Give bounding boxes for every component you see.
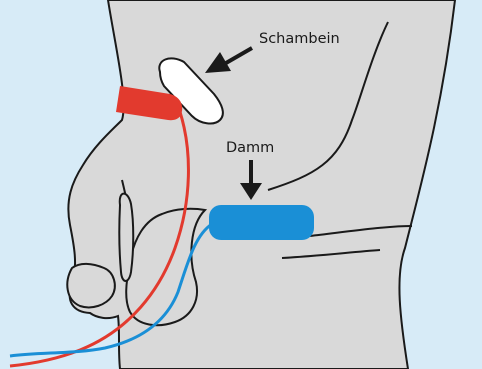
pubic-bone-label: Schambein: [259, 31, 340, 47]
body-silhouette: [68, 0, 455, 369]
blue-perineum-electrode: [209, 205, 314, 240]
perineum-label: Damm: [226, 140, 274, 156]
glans-outline: [67, 264, 114, 308]
scrotum-slit: [119, 194, 133, 281]
